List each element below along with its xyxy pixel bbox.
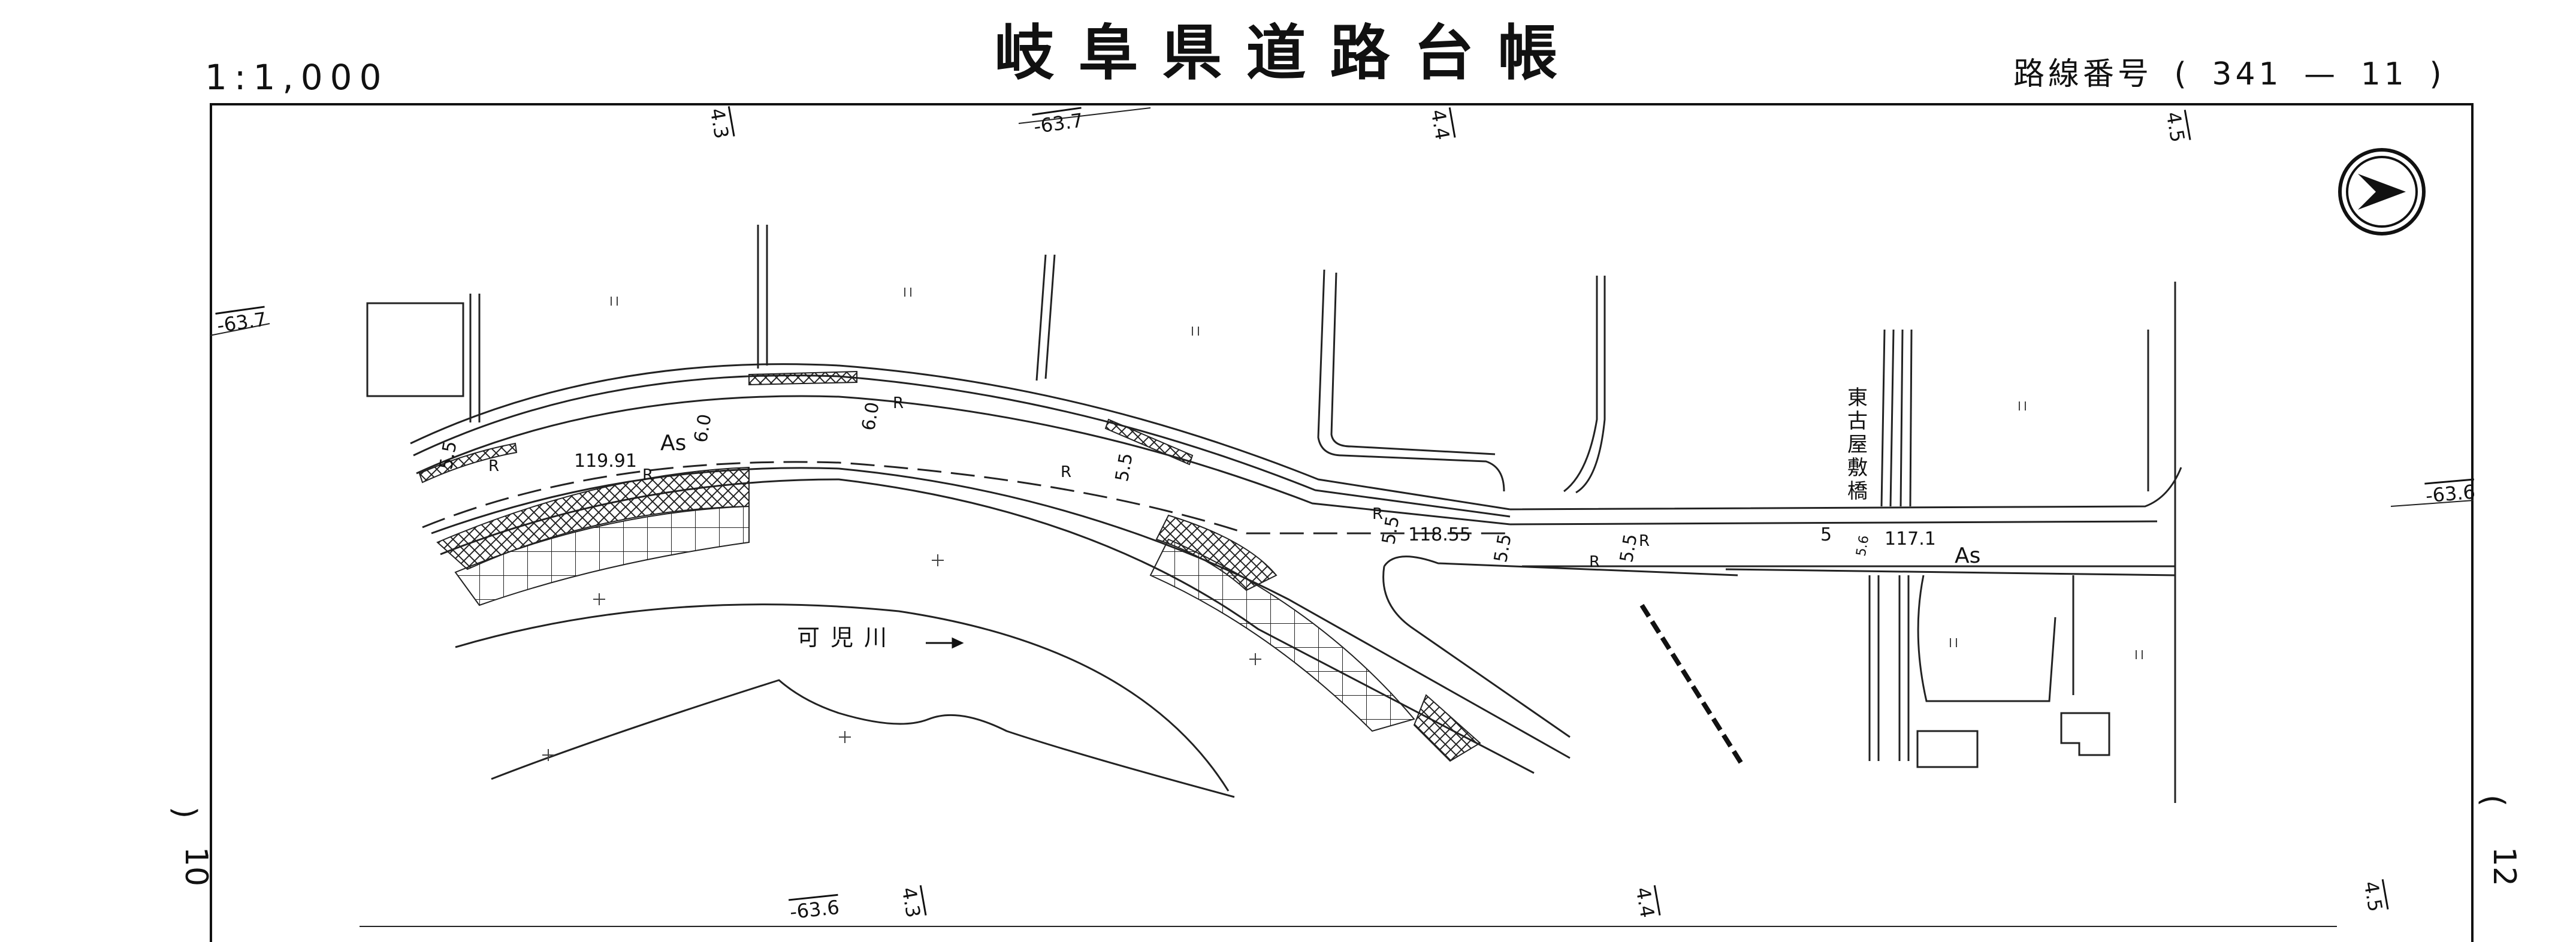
rail-line [1639, 603, 1746, 769]
road-hatch-1 [748, 370, 857, 386]
dimension-label-1: 6.0 [690, 412, 716, 445]
coord-line-left [209, 323, 270, 336]
dimension-label-4: 5.5 [1111, 451, 1137, 484]
adjacent-sheet-right-paren: ( [2475, 794, 2511, 807]
dimension-label-7: 5.5 [1615, 532, 1642, 564]
curve-label-3: R [893, 394, 904, 412]
page-title: 岐阜県道路台帳 [994, 17, 1582, 88]
curve-label-6: R [1589, 553, 1600, 571]
grid-label-x-top-1: 4.3 [705, 106, 733, 141]
river-name-label: 可児川 [797, 624, 898, 651]
route-sheet-value: 11 [2360, 56, 2408, 92]
curve-label-2: R [488, 457, 500, 475]
dimension-label-8: 5 [1820, 524, 1832, 545]
road-width-label-3: 117.1 [1885, 529, 1936, 550]
revetment-block-1 [454, 505, 750, 606]
grid-label-x-top-2: 4.4 [1426, 107, 1454, 142]
route-dash: — [2304, 56, 2339, 92]
grid-label-y-bottom: -63.6 [789, 895, 841, 924]
revetment-block-2 [1149, 538, 1415, 732]
grid-label-x-bottom-2: 4.4 [1631, 885, 1659, 920]
slope-protection-3 [1413, 694, 1481, 762]
grid-label-x-bottom-3: 4.5 [2359, 879, 2387, 914]
surface-label-2: As [1955, 544, 1981, 568]
map-scale: 1:1,000 [205, 57, 389, 98]
grid-label-x-bottom-1: 4.3 [897, 885, 925, 920]
road-hatch-2 [1104, 418, 1194, 466]
route-number-value: 341 [2212, 56, 2282, 92]
dimension-label-3: 5.5 [435, 439, 461, 472]
coord-line-right [2390, 500, 2474, 507]
dimension-label-2: 6.0 [857, 400, 884, 433]
north-arrow-icon [2338, 148, 2426, 236]
route-open-paren: ( [2174, 56, 2190, 92]
surface-label-1: As [660, 431, 687, 455]
coord-line-top [1018, 107, 1151, 124]
curve-label-1: R [642, 466, 654, 484]
grid-label-x-top-3: 4.5 [2161, 110, 2190, 144]
route-number: 路線番号 ( 341 — 11 ) [2013, 59, 2454, 90]
curve-label-4: R [1061, 463, 1072, 481]
dimension-label-6: 5.5 [1490, 532, 1516, 564]
slope-protection-1 [436, 466, 750, 570]
road-width-label-2: 118.55 [1408, 524, 1471, 545]
curve-label-7: R [1639, 532, 1650, 550]
river-bank-upper [455, 603, 1230, 792]
map-frame [210, 103, 2474, 942]
route-label: 路線番号 [2013, 56, 2153, 92]
river-bank-lower [491, 679, 1235, 798]
flow-arrow-icon [926, 637, 964, 649]
building-1 [366, 302, 464, 397]
route-close-paren: ) [2429, 56, 2445, 92]
road-width-label-1: 119.91 [574, 451, 637, 472]
adjacent-sheet-left: 10 [178, 846, 215, 887]
grid-label-y-right: -63.6 [2424, 480, 2477, 508]
bridge-name-label: 東古屋敷橋 [1847, 386, 1868, 504]
slope-protection-2 [1155, 514, 1278, 591]
dimension-label-5: 5.5 [1378, 514, 1404, 547]
adjacent-sheet-right: 12 [2486, 846, 2523, 887]
adjacent-sheet-left-paren: ) [167, 806, 203, 819]
curve-label-5: R [1372, 505, 1384, 523]
dimension-label-9: 5.6 [1853, 534, 1873, 558]
road-hatch-3 [418, 442, 518, 484]
